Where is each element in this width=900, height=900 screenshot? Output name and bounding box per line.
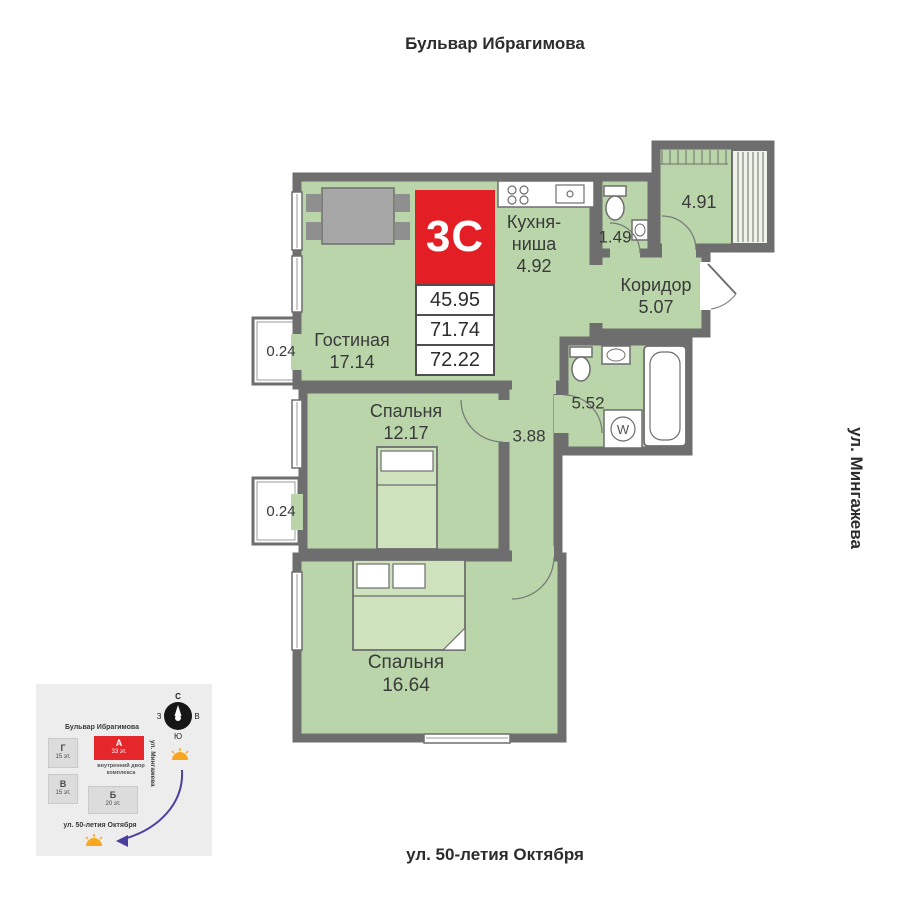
room-label-bedroom-2: Спальня 16.64 — [368, 651, 444, 697]
building-floors: 15 эт. — [55, 754, 71, 761]
room-area: 4.91 — [681, 192, 717, 213]
room-label-bathroom: 5.52 — [571, 394, 604, 415]
unit-area-total: 72.22 — [417, 344, 493, 374]
site-plan-minimap: Бульвар Ибрагимова ул. Мингажева ул. 50-… — [36, 684, 212, 856]
toilet-icon-small-wc — [603, 185, 649, 241]
room-label-hall: 3.88 — [512, 427, 545, 448]
bathroom-fixtures: W — [569, 345, 687, 449]
room-area: 17.14 — [329, 352, 375, 372]
room-hall — [500, 380, 563, 560]
sun-icon-east — [171, 748, 189, 760]
building-label: Б — [109, 790, 117, 801]
room-area: 1.49 — [598, 227, 632, 247]
room-area: 12.17 — [383, 423, 429, 443]
building-floors: 20 эт. — [105, 801, 121, 808]
entrance-door — [700, 262, 737, 310]
building-floors: 15 эт. — [55, 790, 71, 797]
minimap-building-g: Г 15 эт. — [48, 738, 78, 768]
building-label: В — [59, 779, 67, 790]
room-label-kitchen: Кухня-ниша 4.92 — [490, 212, 578, 278]
building-floors: 33 эт. — [111, 749, 127, 756]
street-label-bottom: ул. 50-летия Октября — [406, 845, 584, 864]
room-area: 5.07 — [638, 297, 674, 317]
bed-icon-bedroom-2 — [352, 559, 466, 651]
washer-label: W — [617, 422, 630, 437]
room-label-balcony-1: 0.24 — [266, 343, 295, 361]
room-area: 0.24 — [266, 502, 296, 520]
sun-icon-west — [85, 834, 103, 846]
door-openings — [291, 242, 696, 563]
windows — [291, 191, 511, 744]
room-area: 3.88 — [512, 426, 546, 446]
minimap-street-right: ул. Мингажева — [149, 740, 156, 787]
compass-east: В — [194, 712, 199, 721]
compass-west: З — [157, 712, 162, 721]
room-label-wardrobe: 4.91 — [681, 192, 716, 214]
minimap-building-v: В 15 эт. — [48, 774, 78, 804]
room-label-balcony-2: 0.24 — [266, 503, 295, 521]
kitchen-counter-icon — [497, 180, 595, 208]
bathtub-icon — [643, 345, 687, 447]
room-area: 5.52 — [571, 393, 605, 413]
minimap-street-bottom: ул. 50-летия Октября — [63, 822, 137, 829]
compass-icon: С В Ю З — [157, 692, 200, 740]
minimap-building-b: Б 20 эт. — [88, 786, 138, 814]
room-label-corridor: Коридор 5.07 — [620, 275, 691, 319]
room-name: Коридор — [620, 275, 692, 296]
unit-area-no-balcony: 71.74 — [417, 314, 493, 344]
minimap-street-top: Бульвар Ибрагимова — [64, 724, 140, 731]
room-name: Гостиная — [314, 330, 390, 351]
room-area: 16.64 — [382, 675, 430, 696]
building-label: А — [115, 738, 123, 749]
room-area: 0.24 — [266, 342, 296, 360]
room-label-wc-small: 1.49 — [598, 228, 631, 249]
dining-table-icon — [306, 187, 410, 245]
room-name: Кухня-ниша — [506, 212, 562, 255]
washing-machine-icon: W — [603, 409, 643, 449]
unit-areas-table: 45.95 71.74 72.22 — [415, 284, 495, 376]
compass-south: Ю — [174, 732, 182, 740]
room-name: Спальня — [369, 401, 443, 422]
room-area: 4.92 — [516, 255, 552, 276]
minimap-courtyard-label: внутренний двор комплекса — [97, 763, 145, 776]
bed-icon-bedroom-1 — [376, 446, 438, 550]
room-label-living: Гостиная 17.14 — [314, 330, 390, 374]
room-label-bedroom-1: Спальня 12.17 — [370, 401, 442, 445]
street-label-top: Бульвар Ибрагимова — [405, 34, 585, 53]
room-name: Спальня — [367, 651, 445, 673]
minimap-building-a-highlighted: А 33 эт. — [94, 736, 144, 760]
building-label: Г — [60, 743, 66, 754]
wardrobe-hatch — [660, 149, 769, 245]
compass-north: С — [175, 692, 181, 701]
unit-badge: 3C — [415, 190, 495, 284]
door-swing-arcs — [460, 215, 697, 600]
unit-area-living: 45.95 — [429, 288, 481, 311]
